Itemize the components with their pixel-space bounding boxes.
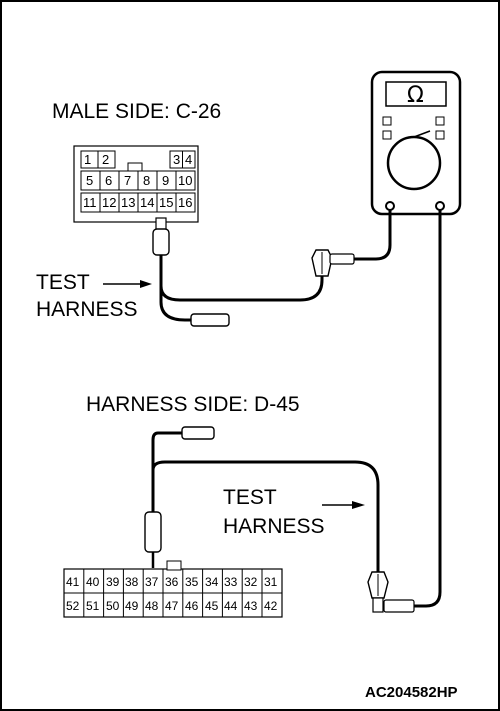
lock-tab xyxy=(127,162,143,172)
probe-jack-left xyxy=(385,201,395,211)
ohm-icon: Ω xyxy=(407,83,424,108)
c26-pin: 2 xyxy=(102,152,109,167)
c26-pin: 4 xyxy=(185,152,192,167)
arrowhead-icon xyxy=(140,280,152,288)
test-harness-2 xyxy=(144,210,442,613)
d45-pin: 43 xyxy=(244,599,258,613)
c26-pin: 10 xyxy=(178,173,192,188)
c26-pin: 12 xyxy=(102,195,116,210)
harness-side-label: HARNESS SIDE: D-45 xyxy=(86,393,300,416)
c26-pin: 15 xyxy=(159,195,173,210)
c26-pin: 9 xyxy=(162,173,169,188)
d45-pin: 41 xyxy=(66,575,80,589)
connector-d45: 41 40 39 38 37 36 35 34 33 32 31 52 51 5… xyxy=(63,560,283,618)
d45-pin: 39 xyxy=(106,575,120,589)
c26-pin: 11 xyxy=(83,195,97,210)
d45-pin: 50 xyxy=(106,599,120,613)
d45-pin: 47 xyxy=(165,599,179,613)
d45-pin: 45 xyxy=(205,599,219,613)
spare-lead-connector xyxy=(190,313,230,327)
d45-pin: 46 xyxy=(185,599,199,613)
d45-pin: 34 xyxy=(205,575,219,589)
d45-pin: 40 xyxy=(86,575,100,589)
test-harness-label-2-line2: HARNESS xyxy=(223,515,325,538)
d45-pin: 35 xyxy=(185,575,199,589)
d45-pin: 49 xyxy=(125,599,139,613)
c26-pin: 14 xyxy=(140,195,154,210)
d45-pin: 51 xyxy=(86,599,100,613)
d45-pin: 38 xyxy=(125,575,139,589)
c26-pin: 16 xyxy=(178,195,192,210)
test-harness-label-2: TEST HARNESS xyxy=(223,486,365,538)
c26-pin: 3 xyxy=(173,152,180,167)
c26-pin: 8 xyxy=(143,173,150,188)
d45-pin: 37 xyxy=(145,575,159,589)
test-harness-label-1: TEST HARNESS xyxy=(36,271,152,321)
d45-pin: 48 xyxy=(145,599,159,613)
d45-pin: 44 xyxy=(224,599,238,613)
spare-lead-connector xyxy=(181,426,215,440)
male-side-label: MALE SIDE: C-26 xyxy=(52,100,221,123)
probe-pin-d45 xyxy=(144,511,162,553)
c26-pin: 5 xyxy=(86,173,93,188)
d45-pin: 32 xyxy=(244,575,258,589)
selector-dial xyxy=(386,135,442,191)
lock-tab xyxy=(166,560,182,571)
test-harness-1 xyxy=(152,210,392,327)
d45-pin: 33 xyxy=(224,575,238,589)
probe-jack-right xyxy=(435,201,445,211)
test-harness-label-2-line1: TEST xyxy=(223,486,277,509)
c26-pin: 13 xyxy=(121,195,135,210)
test-harness-label-1-line2: HARNESS xyxy=(36,298,138,321)
d45-pin: 31 xyxy=(264,575,278,589)
multimeter-display xyxy=(385,81,447,107)
connector-c26: 1 2 3 4 5 6 7 8 9 10 11 12 13 14 15 16 xyxy=(73,145,199,223)
test-harness-label-1-line1: TEST xyxy=(36,271,90,294)
probe-pin-c26 xyxy=(152,228,170,256)
d45-pin: 52 xyxy=(66,599,80,613)
multimeter: Ω xyxy=(370,70,462,216)
d45-pin: 36 xyxy=(165,575,179,589)
arrowhead-icon xyxy=(352,501,365,509)
figure-code: AC204582HP xyxy=(365,684,458,701)
c26-pin: 6 xyxy=(105,173,112,188)
c26-pin: 1 xyxy=(84,152,91,167)
d45-pin: 42 xyxy=(264,599,278,613)
c26-pin: 7 xyxy=(124,173,131,188)
